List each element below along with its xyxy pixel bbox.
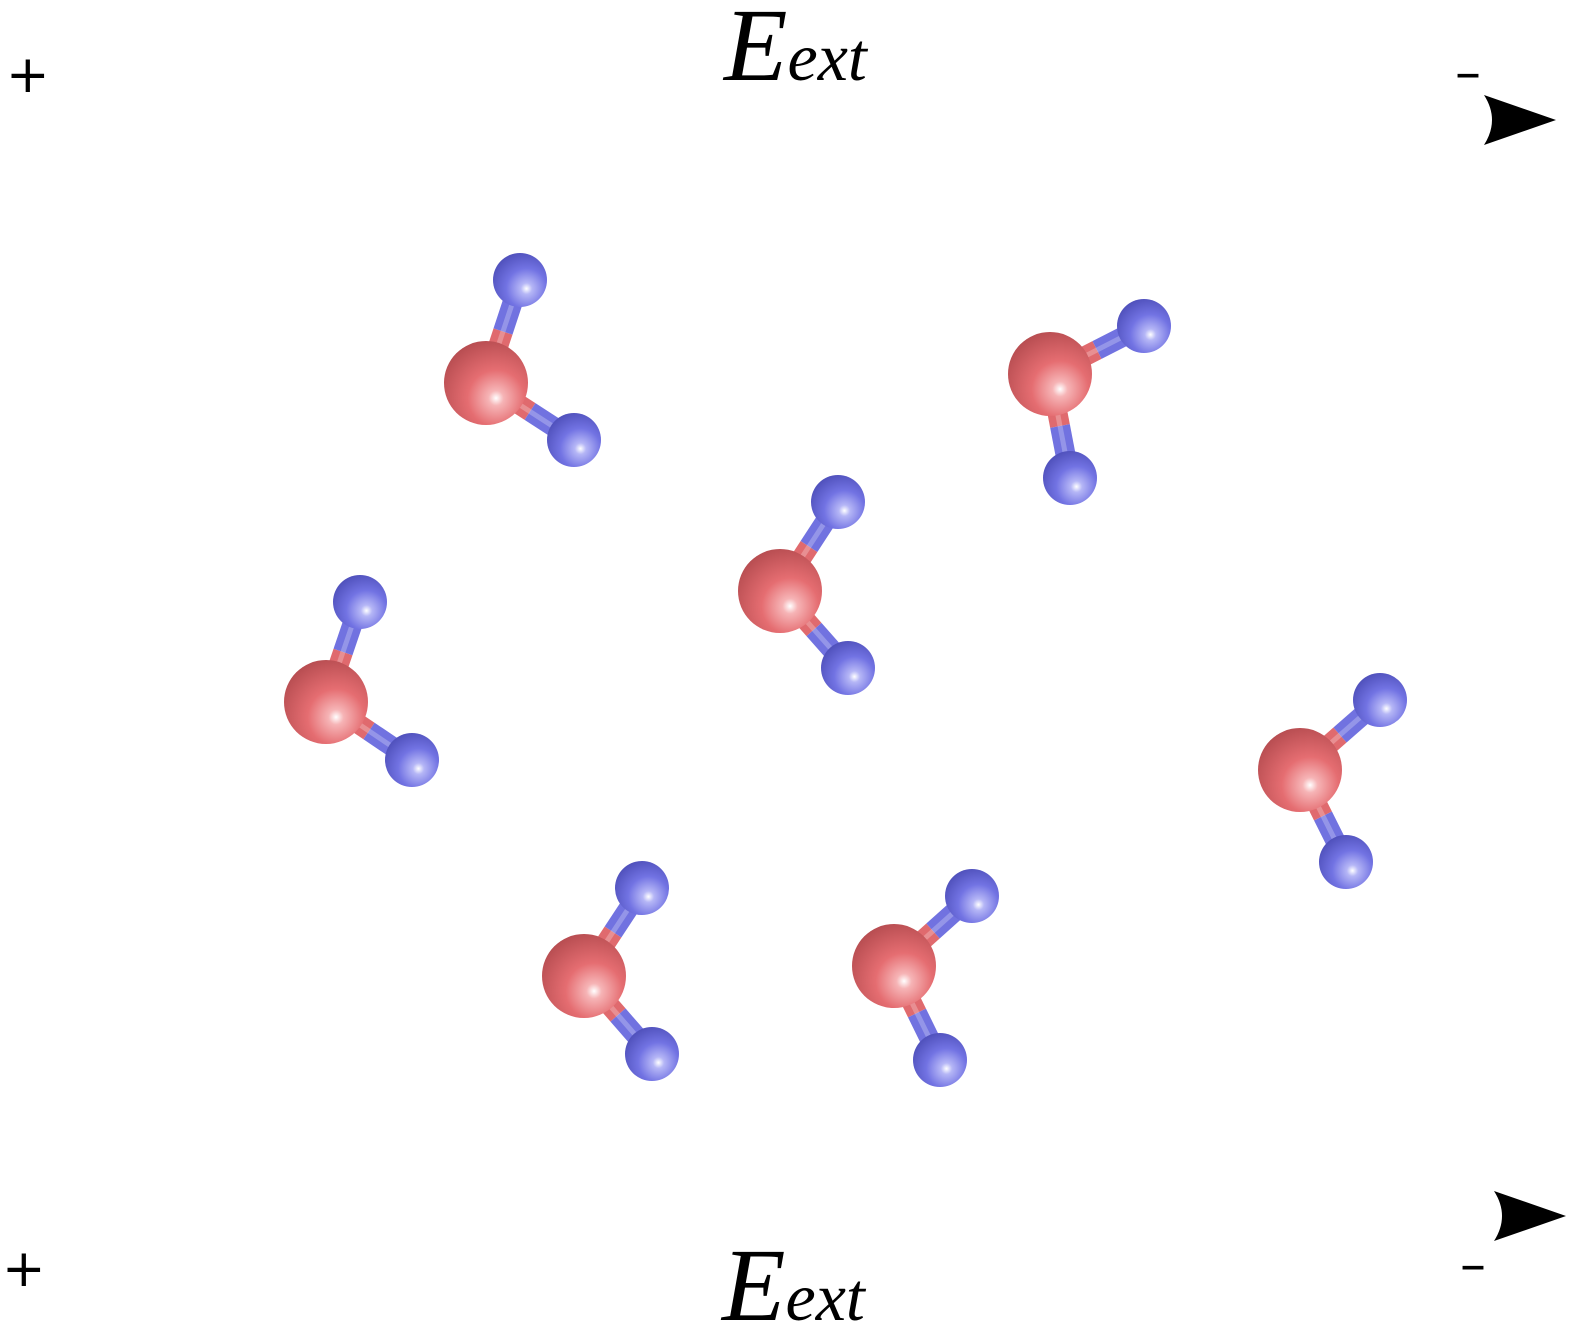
water-molecule [542,861,679,1081]
field-label-main: E [722,0,788,103]
molecule-layer [284,253,1407,1087]
minus-sign: – [1460,1235,1486,1295]
water-molecule [444,253,601,467]
hydrogen-atom [625,1027,679,1081]
hydrogen-atom [547,413,601,467]
water-molecule [284,575,439,787]
hydrogen-atom [1043,451,1097,505]
field-label: Eext [722,0,869,103]
plus-sign: + [2,1239,46,1299]
oxygen-atom [738,549,822,633]
hydrogen-atom [615,861,669,915]
water-molecule [1008,299,1171,505]
field-arrow-head [1484,95,1556,145]
field-label-subscript: ext [786,1259,867,1335]
hydrogen-atom [1117,299,1171,353]
field-line-bottom: + – Eext [0,1191,1566,1338]
oxygen-atom [1008,332,1092,416]
water-molecule [852,869,999,1087]
hydrogen-atom [385,733,439,787]
oxygen-atom [444,341,528,425]
hydrogen-atom [913,1033,967,1087]
hydrogen-atom [821,641,875,695]
plus-sign: + [6,45,50,105]
hydrogen-atom [945,869,999,923]
hydrogen-atom [1353,673,1407,727]
oxygen-atom [542,934,626,1018]
minus-sign: – [1455,43,1481,103]
field-label-main: E [720,1228,786,1338]
hydrogen-atom [1319,835,1373,889]
field-label-subscript: ext [788,19,869,95]
hydrogen-atom [493,253,547,307]
oxygen-atom [852,924,936,1008]
oxygen-atom [284,660,368,744]
hydrogen-atom [333,575,387,629]
water-molecule [738,475,875,695]
field-line-top: + – Eext [6,0,1556,145]
hydrogen-atom [811,475,865,529]
oxygen-atom [1258,728,1342,812]
water-molecule [1258,673,1407,889]
field-arrow-head [1494,1191,1566,1241]
field-label: Eext [720,1228,867,1338]
